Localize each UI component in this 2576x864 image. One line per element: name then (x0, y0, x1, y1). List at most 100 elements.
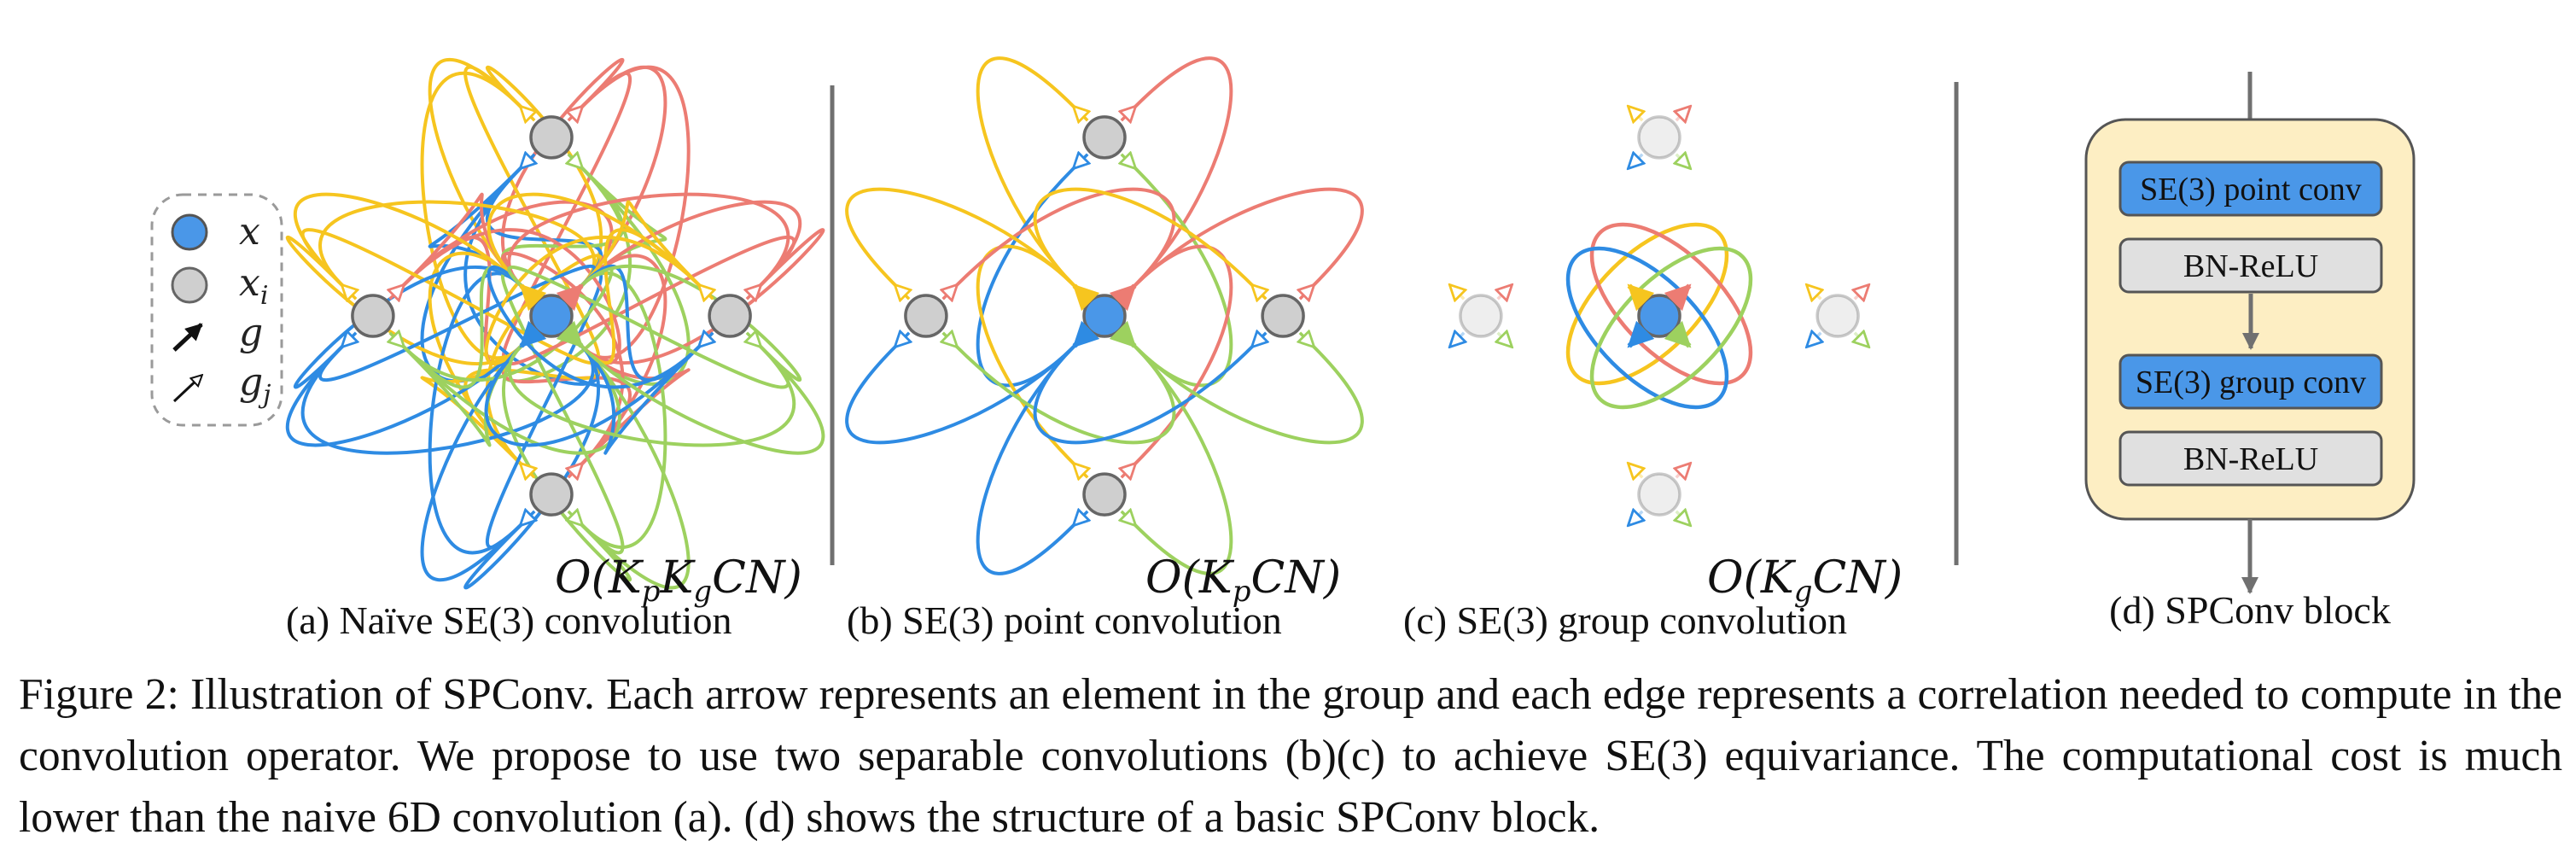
neighbor-node-left (351, 294, 395, 338)
edge-bottom-blue-red (485, 271, 603, 549)
neighbor-top-blue-hollow-arrow (522, 155, 535, 168)
faded-neighbor-top-red-hollow-arrow (1676, 108, 1690, 121)
center-blue-filled-arrow (1072, 320, 1100, 348)
center-node (1082, 294, 1127, 338)
bn-relu-box-2 (2118, 430, 2383, 487)
legend-neighbor-node-icon (171, 266, 208, 304)
edge-bottom-green-blue (502, 344, 632, 582)
neighbor-bottom-yellow-hollow-arrow (522, 464, 535, 478)
faded-neighbor-top-yellow-hollow-arrow (1629, 108, 1643, 121)
center-yellow-filled-arrow (1627, 283, 1655, 312)
neighbor-node-top (1082, 115, 1127, 160)
figure-2-illustration: x xi g gj O(KpKgCN) (a) Naïve SE(3) conv… (150, 56, 2416, 642)
neighbor-right-green-hollow-arrow (1300, 333, 1314, 347)
neighbor-right-green-hollow-arrow (747, 333, 761, 347)
edge-right-yellow-blue (484, 235, 702, 365)
neighbor-left-blue-hollow-arrow (896, 333, 910, 347)
center-node (529, 294, 574, 338)
center-yellow-filled-arrow (1072, 283, 1100, 312)
neighbor-top-red-hollow-arrow (568, 108, 582, 121)
legend-label-x: x (239, 210, 260, 254)
legend-frame (150, 193, 283, 427)
center-blue-filled-arrow (519, 320, 547, 348)
bn-relu-label-2: BN-ReLU (2183, 441, 2318, 477)
edge-bottom-green-yellow (501, 271, 625, 555)
edge-left-red-red (954, 187, 1176, 288)
edge-bottom-green-red (580, 271, 667, 549)
edge-left-green-green (401, 344, 621, 455)
faded-neighbor-bottom-green-hollow-arrow (1676, 511, 1690, 525)
neighbor-top-yellow-hollow-arrow (1075, 108, 1088, 121)
faded-neighbor-bottom-yellow-hollow-arrow (1629, 464, 1643, 478)
faded-neighbor-right-green-hollow-arrow (1855, 333, 1868, 347)
center-yellow-filled-arrow (519, 283, 547, 312)
edge-right-yellow-red (580, 200, 702, 288)
neighbor-bottom-blue-hollow-arrow (522, 511, 535, 525)
figure-caption: Figure 2: Illustration of SPConv. Each a… (19, 670, 2562, 842)
neighbor-right-red-hollow-arrow (1300, 286, 1314, 300)
edge-top-blue-blue (976, 166, 1076, 388)
legend-label-xi: xi (239, 261, 268, 311)
faded-neighbor-node-left (1459, 294, 1503, 338)
panel-b-complexity: O(KpCN) (1145, 552, 1341, 609)
edge-right-green-blue (507, 344, 796, 447)
neighbor-left-green-hollow-arrow (390, 333, 404, 347)
neighbor-right-blue-hollow-arrow (700, 333, 714, 347)
faded-neighbor-left-red-hollow-arrow (1498, 286, 1512, 300)
faded-neighbor-right-yellow-hollow-arrow (1808, 286, 1821, 300)
neighbor-right-blue-hollow-arrow (1253, 333, 1267, 347)
neighbor-bottom-red-hollow-arrow (568, 464, 582, 478)
faded-neighbor-left-yellow-hollow-arrow (1451, 286, 1465, 300)
center-green-filled-arrow (1664, 320, 1692, 348)
edge-top-yellow-green (463, 65, 600, 359)
neighbor-top-green-hollow-arrow (1122, 155, 1135, 168)
neighbor-right-yellow-hollow-arrow (1253, 286, 1267, 300)
edge-right-blue-green (580, 344, 702, 455)
neighbor-bottom-blue-hollow-arrow (1075, 511, 1088, 525)
neighbor-node-right (1261, 294, 1305, 338)
faded-neighbor-right-blue-hollow-arrow (1808, 333, 1821, 347)
neighbor-top-yellow-hollow-arrow (522, 108, 535, 121)
faded-neighbor-bottom-red-hollow-arrow (1676, 464, 1690, 478)
edge-right-green-green (1133, 344, 1364, 445)
panel-c-label: (c) SE(3) group convolution (1403, 598, 1847, 642)
edge-right-red-blue (507, 235, 796, 365)
neighbor-node-bottom (1082, 472, 1127, 517)
neighbor-node-top (529, 115, 574, 160)
edge-left-yellow-red (318, 200, 597, 288)
panel-a-label: (a) Naïve SE(3) convolution (286, 598, 731, 642)
edge-bottom-blue-blue (420, 344, 523, 582)
edge-right-red-yellow (507, 192, 790, 288)
group-conv-label: SE(3) group conv (2136, 365, 2366, 400)
faded-neighbor-node-right (1815, 294, 1860, 338)
neighbor-left-yellow-hollow-arrow (343, 286, 357, 300)
legend-label-gj: gj (239, 360, 271, 410)
neighbor-bottom-yellow-hollow-arrow (1075, 464, 1088, 478)
point-conv-box (2118, 161, 2383, 217)
neighbor-left-red-hollow-arrow (390, 286, 404, 300)
edge-left-yellow-blue (285, 236, 523, 365)
neighbor-left-red-hollow-arrow (943, 286, 957, 300)
panel-d-label: (d) SPConv block (2109, 588, 2391, 632)
panel-d-spconv-block: SE(3) point conv BN-ReLU SE(3) group con… (2084, 72, 2416, 632)
panel-b-point-convolution (845, 56, 1364, 575)
edge-left-blue-blue (845, 344, 1076, 445)
center-red-filled-arrow (556, 283, 584, 312)
edge-left-blue-green (300, 344, 595, 455)
edge-bottom-green-green (580, 344, 691, 590)
center-node (1637, 294, 1681, 338)
edge-right-blue-blue (484, 344, 702, 447)
neighbor-left-yellow-hollow-arrow (896, 286, 910, 300)
edge-right-yellow-yellow (1033, 187, 1255, 288)
group-conv-box (2118, 353, 2383, 410)
neighbor-left-blue-hollow-arrow (343, 333, 357, 347)
edge-left-yellow-green (300, 228, 595, 365)
neighbor-top-red-hollow-arrow (1122, 108, 1135, 121)
edge-bottom-blue-blue (976, 344, 1076, 575)
center-red-filled-arrow (1664, 283, 1692, 312)
edge-right-green-red (580, 264, 802, 382)
edge-bottom-blue-green (463, 344, 601, 590)
center-red-filled-arrow (1109, 283, 1137, 312)
edge-bottom-yellow-yellow (976, 244, 1076, 466)
neighbor-node-right (708, 294, 752, 338)
